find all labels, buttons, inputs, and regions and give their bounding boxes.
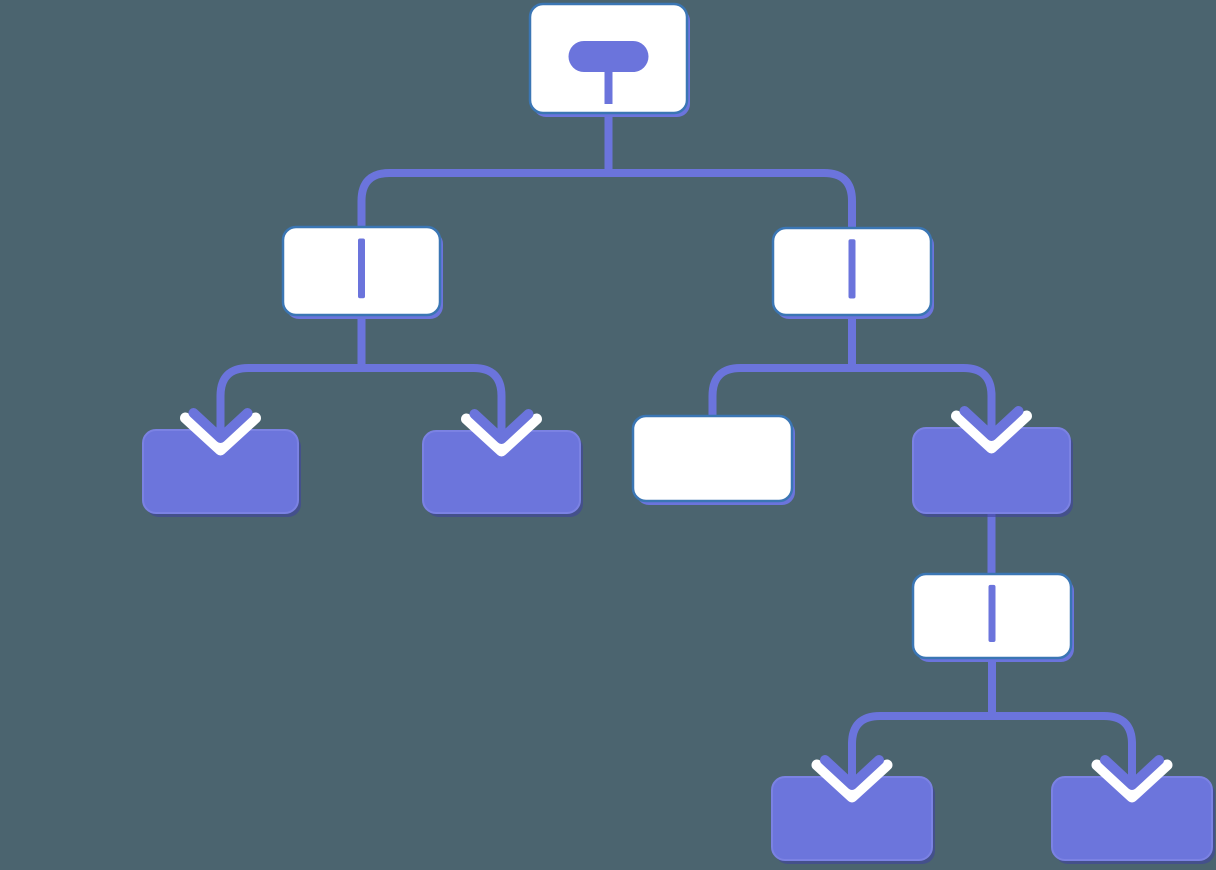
connector-fork — [216, 364, 506, 439]
node-card-plain-mid-right — [631, 414, 794, 503]
chevron-purple — [1100, 755, 1164, 790]
connector-edge — [708, 313, 996, 436]
vertical-line-icon — [848, 239, 856, 299]
node-leaf-mid-left — [422, 430, 583, 517]
node-leaf-bottom-right — [1051, 776, 1215, 864]
chevron-purple — [820, 755, 884, 790]
node-leaf-far-left — [142, 429, 301, 517]
chevron-white — [951, 410, 1032, 454]
connector-fork — [848, 712, 1136, 785]
connector-layer — [216, 111, 1136, 785]
node-branch-right — [771, 226, 934, 319]
chevron-white — [180, 412, 261, 456]
chevron-purple — [188, 408, 253, 443]
node-leaf-bottom-left — [771, 776, 935, 864]
node-layer — [142, 2, 1215, 864]
node-target-right — [912, 427, 1073, 517]
vertical-line-icon — [358, 238, 365, 299]
connector-edge — [357, 111, 856, 234]
node-branch-left — [281, 225, 443, 319]
node-branch-bottom — [911, 572, 1074, 662]
node-plain-mid-right — [631, 414, 795, 505]
double-chevron-down-icon — [951, 390, 1032, 454]
arrow-layer — [180, 390, 1173, 803]
connector-fork — [357, 169, 856, 234]
chevron-white — [1091, 759, 1173, 803]
vertical-line-icon — [988, 584, 996, 643]
connector-edge — [216, 313, 506, 439]
node-root — [528, 2, 690, 117]
double-chevron-down-icon — [461, 393, 542, 457]
double-chevron-down-icon — [811, 739, 893, 803]
chevron-white — [461, 413, 542, 457]
double-chevron-down-icon — [1091, 739, 1173, 803]
connector-fork — [708, 364, 996, 436]
double-chevron-down-icon — [180, 392, 261, 456]
connector-edge — [848, 656, 1136, 785]
chevron-purple — [469, 409, 534, 444]
chevron-white — [811, 759, 893, 803]
chevron-purple — [959, 406, 1024, 441]
pill-with-stem-icon — [568, 41, 649, 104]
